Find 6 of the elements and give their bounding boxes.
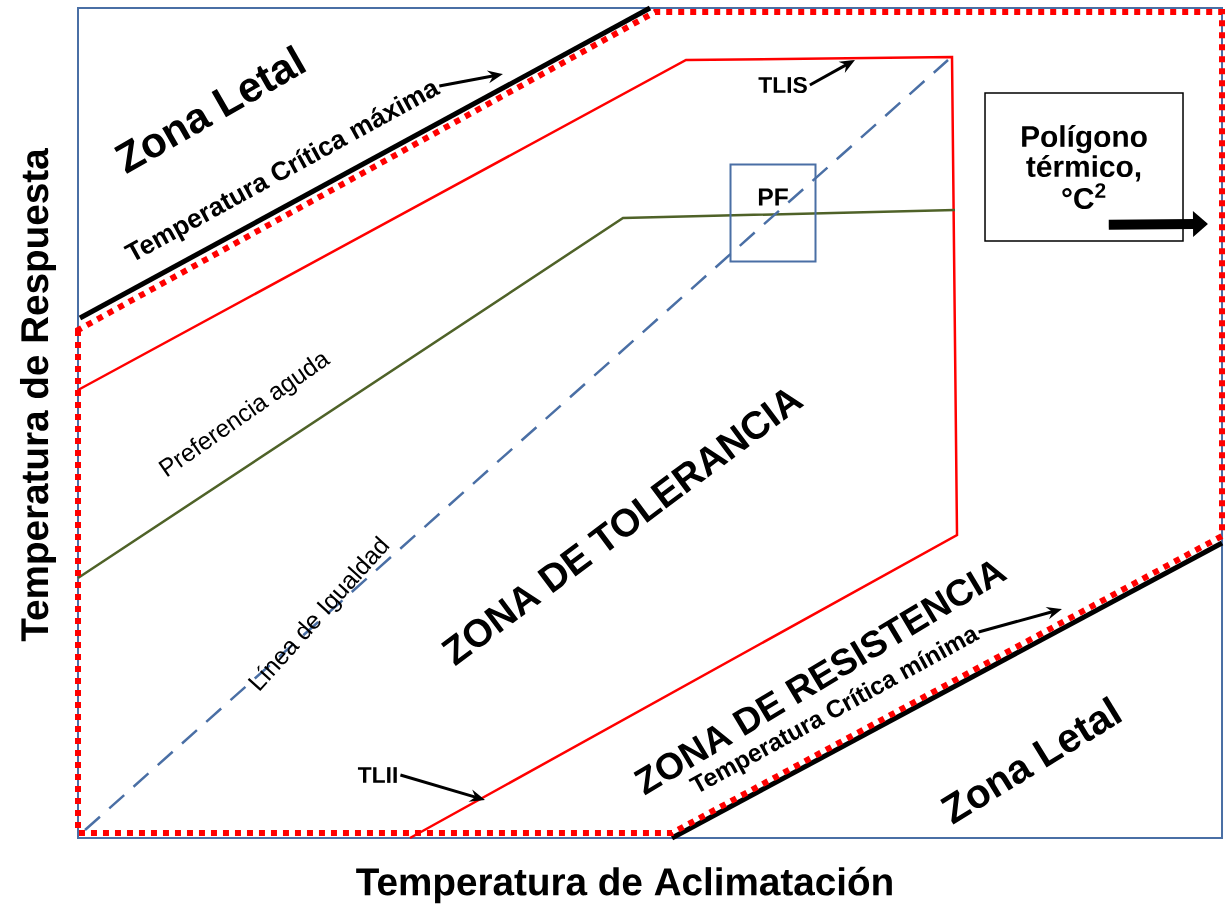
axis-title: Temperatura de Respuesta: [19, 148, 56, 642]
axis-title: Temperatura de Aclimatación: [356, 866, 892, 904]
label-box: Polígono térmico, °C$^{2}$: [984, 92, 1184, 242]
callout-label: TLII: [357, 767, 397, 783]
marker-box: PF: [729, 163, 817, 263]
callout-label: TLIS: [758, 76, 807, 94]
